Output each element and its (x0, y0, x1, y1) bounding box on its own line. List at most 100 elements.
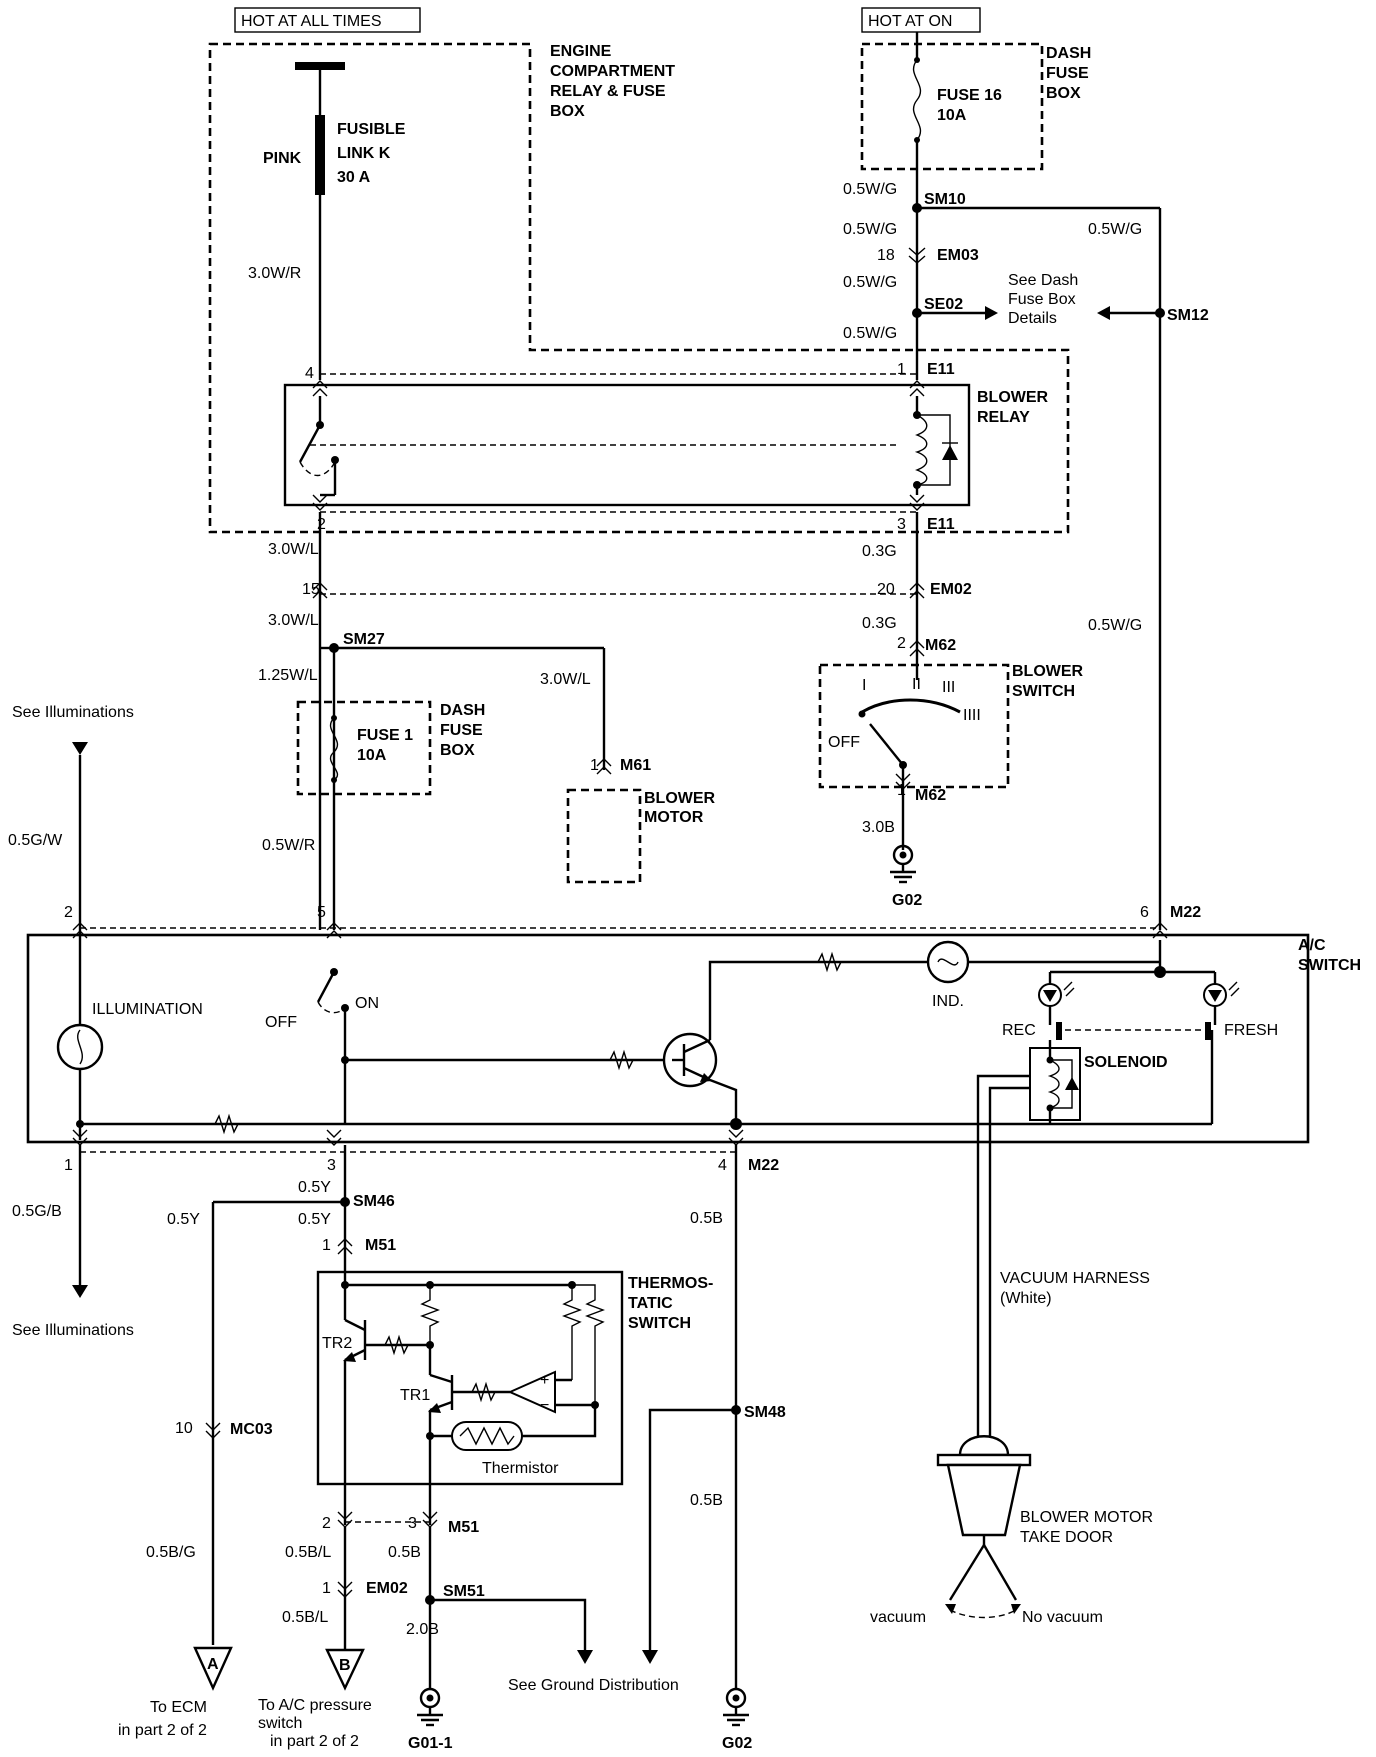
wire-label-3-0wl-motor: 3.0W/L (540, 671, 591, 688)
wire-label-0-5b-m22-1: 0.5B (690, 1210, 723, 1227)
fusible-link-label: FUSIBLE LINK K 30 A (337, 121, 406, 186)
wire-label-0-5bg: 0.5B/G (146, 1544, 196, 1561)
wire-label-0-5y-2: 0.5Y (298, 1211, 331, 1228)
blower-relay-box (283, 383, 971, 507)
connector-b-label: B (339, 1657, 351, 1674)
tr1-collector (429, 1373, 453, 1384)
solenoid-diode (1065, 1077, 1079, 1090)
m51-label-bottom: M51 (448, 1519, 479, 1536)
ecb-label-line2: COMPARTMENT (550, 63, 675, 80)
tr1-base-resistor (471, 1381, 496, 1403)
take-door-label: BLOWER MOTOR TAKE DOOR (1020, 1509, 1153, 1546)
fuse-1-label: FUSE 1 10A (357, 727, 413, 764)
blower-relay-l1: BLOWER (977, 389, 1049, 406)
to-ecm-l2: in part 2 of 2 (118, 1722, 207, 1739)
indicator-resistor (817, 951, 842, 973)
relay-pin2-chevron (312, 494, 328, 511)
m51-pin-1: 1 (322, 1237, 331, 1254)
fuse1-l1: FUSE 1 (357, 727, 413, 744)
m51-label-top: M51 (365, 1237, 396, 1254)
m22-label-bottom: M22 (748, 1157, 779, 1174)
fuse-16-symbol (912, 59, 922, 141)
m51-chevron-top (337, 1238, 353, 1255)
no-vacuum-label: No vacuum (1022, 1609, 1103, 1626)
fuse16-l1: FUSE 16 (937, 87, 1002, 104)
tr2-label: TR2 (322, 1335, 352, 1352)
relay-pin-3: 3 (897, 516, 906, 533)
ac-switch-label: A/C SWITCH (1298, 937, 1361, 974)
thermistor-symbol (459, 1426, 515, 1446)
connector-b-triangle (325, 1648, 365, 1691)
take-door-no-vacuum-pos (982, 1544, 1018, 1601)
see-dash-fuse-l1: See Dash (1008, 272, 1078, 289)
wire-label-1-25wl: 1.25W/L (258, 667, 318, 684)
mc03-chevron (205, 1422, 221, 1439)
fresh-label: FRESH (1224, 1022, 1278, 1039)
m62-chevron-top (909, 640, 925, 657)
wire-label-0-3g-1: 0.3G (862, 543, 897, 560)
sm10-label: SM10 (924, 191, 966, 208)
ac-pin-5: 5 (317, 904, 326, 921)
speed-label-3: III (942, 679, 955, 696)
take-door-actuator-flange (936, 1453, 1032, 1467)
m62-chevron-bottom (895, 773, 911, 790)
to-ac-pressure-l2: switch (258, 1715, 302, 1732)
thermo-divider-resistor-1 (562, 1285, 582, 1380)
m22-label-top: M22 (1170, 904, 1201, 921)
take-door-vacuum-pos (948, 1544, 986, 1601)
thermo-comparator (507, 1370, 556, 1414)
m61-chevron (596, 758, 612, 775)
wire-label-0-5bl-1: 0.5B/L (285, 1544, 331, 1561)
to-ac-pressure-label: To A/C pressure switch in part 2 of 2 (258, 1697, 372, 1750)
tr1-label: TR1 (400, 1387, 430, 1404)
m61-pin-1: 1 (590, 757, 599, 774)
blower-motor-box (566, 788, 642, 884)
thermo-node-thermistor (426, 1432, 434, 1440)
pin-15-label: 15 (302, 581, 320, 598)
relay-arm-arc (299, 461, 336, 477)
engine-compartment-box-outline (208, 42, 1070, 534)
relay-switch-arm (298, 424, 322, 463)
pin-18-label: 18 (877, 247, 895, 264)
dash-fuse-box-fuse1-outline (296, 700, 432, 796)
wire-label-0-5gw: 0.5G/W (8, 832, 63, 849)
thermo-l2: TATIC (628, 1295, 673, 1312)
illumination-resistor (214, 1113, 239, 1135)
thermo-bias-resistor (420, 1285, 440, 1345)
arrow-down-illum-top (72, 742, 88, 755)
take-door-swing-arc (949, 1609, 1017, 1619)
speed-label-2: II (912, 676, 921, 693)
dash-fuse-box-fuse1-label: DASH FUSE BOX (440, 702, 485, 759)
relay-coil (914, 414, 928, 486)
to-ecm-l1: To ECM (150, 1699, 207, 1716)
speed-label-4: IIII (963, 707, 981, 724)
rec-contact (1056, 1022, 1062, 1040)
blower-motor-label: BLOWER MOTOR (644, 790, 716, 826)
pin-20-label: 20 (877, 581, 895, 598)
wire-label-0-5b-m51: 0.5B (388, 1544, 421, 1561)
ac-pin2-chevron (72, 922, 88, 939)
blower-motor-l2: MOTOR (644, 809, 704, 826)
sm46-label: SM46 (353, 1193, 395, 1210)
transistor-emitter-arrow (700, 1073, 712, 1082)
ecb-label-line3: RELAY & FUSE (550, 83, 666, 100)
wire-label-0-5bl-2: 0.5B/L (282, 1609, 328, 1626)
to-ac-pressure-l3: in part 2 of 2 (270, 1733, 359, 1750)
ac-pin-3: 3 (327, 1157, 336, 1174)
g02-label-top: G02 (892, 892, 922, 909)
m61-label: M61 (620, 757, 651, 774)
wire-label-0-5wg-4: 0.5W/G (843, 325, 897, 342)
hot-at-all-times-box: HOT AT ALL TIMES (234, 7, 421, 33)
wire-label-0-3g-2: 0.3G (862, 615, 897, 632)
to-ac-pressure-l1: To A/C pressure (258, 1697, 372, 1714)
ac-pin-4: 4 (718, 1157, 727, 1174)
engine-compartment-box-label: ENGINE COMPARTMENT RELAY & FUSE BOX (550, 43, 675, 120)
tr2-collector (344, 1318, 366, 1332)
wire-label-3-0b: 3.0B (862, 819, 895, 836)
vacuum-harness-l1: VACUUM HARNESS (1000, 1270, 1150, 1287)
ac-switch-l2: SWITCH (1298, 957, 1361, 974)
arrow-ground-dist-left (577, 1650, 593, 1664)
em02-label-top: EM02 (930, 581, 972, 598)
rec-led-rays (1063, 981, 1075, 997)
thermo-l1: THERMOS- (628, 1275, 713, 1292)
